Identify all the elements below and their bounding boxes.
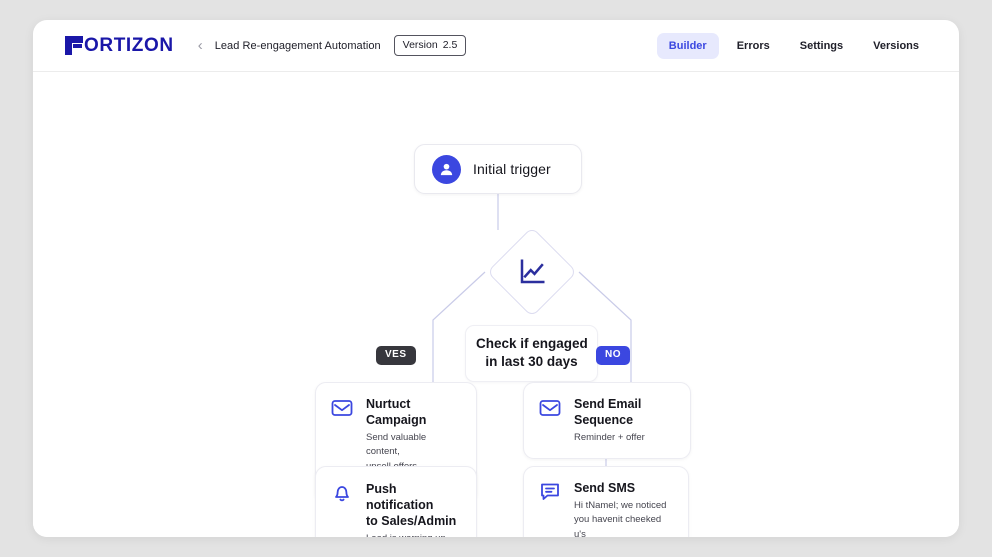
card-body: Send Email Sequence Reminder + offer: [574, 396, 676, 445]
logo-wordmark: ORTIZON: [84, 35, 174, 56]
card-title: Nurtuct Campaign: [366, 397, 427, 427]
logo-mark-icon: [65, 36, 83, 55]
user-avatar-icon: [432, 154, 461, 184]
app-header: ORTIZON ‹ Lead Re-engagement Automation …: [33, 20, 959, 72]
badge-no: NO: [596, 346, 630, 365]
fortizon-logo: ORTIZON: [65, 36, 174, 55]
trigger-label: Initial trigger: [473, 161, 551, 177]
tab-settings[interactable]: Settings: [799, 39, 844, 52]
node-push-notification[interactable]: Push notification to Sales/Admin Lead is…: [315, 466, 477, 537]
card-title: Push notification to Sales/Admin: [366, 482, 457, 528]
back-chevron-icon[interactable]: ‹: [197, 37, 203, 54]
node-initial-trigger[interactable]: Initial trigger: [414, 144, 582, 194]
decision-condition-box: Check if engaged in last 30 days: [465, 325, 598, 383]
node-decision[interactable]: [486, 226, 578, 318]
tab-errors[interactable]: Errors: [736, 39, 770, 52]
flow-title: Lead Re-engagement Automation: [214, 39, 381, 52]
card-description: Hi tNamel; we noticed you havenit cheeke…: [574, 500, 667, 537]
node-send-email-sequence[interactable]: Send Email Sequence Reminder + offer: [523, 382, 691, 460]
condition-line-1: Check if engaged: [476, 336, 588, 351]
flow-canvas[interactable]: Initial trigger Check if engaged in last…: [33, 72, 959, 537]
card-description: Reminder + offer: [574, 432, 645, 443]
tab-builder[interactable]: Builder: [656, 32, 719, 59]
condition-line-2: in last 30 days: [485, 354, 578, 370]
card-title: Send SMS: [574, 481, 636, 495]
card-body: Push notification to Sales/Admin Lead is…: [366, 480, 462, 537]
card-description: Lead is warning up: [366, 532, 462, 537]
tab-versions[interactable]: Versions: [873, 39, 919, 52]
bell-icon: [329, 480, 355, 506]
line-chart-icon: [487, 227, 577, 317]
envelope-icon: [537, 396, 563, 422]
version-label: Version: [402, 39, 438, 51]
card-title: Send Email Sequence: [574, 397, 642, 427]
card-body: Send SMS Hi tNamel; we noticed you haven…: [574, 480, 674, 537]
version-badge[interactable]: Version 2.5: [393, 35, 467, 56]
header-nav: Builder Errors Settings Versions: [656, 32, 931, 59]
version-value: 2.5: [442, 39, 458, 51]
chat-bubble-icon: [537, 480, 563, 506]
envelope-icon: [329, 396, 355, 422]
app-window: ORTIZON ‹ Lead Re-engagement Automation …: [33, 20, 959, 537]
badge-yes: VES: [376, 346, 416, 365]
node-send-sms[interactable]: Send SMS Hi tNamel; we noticed you haven…: [523, 466, 689, 537]
